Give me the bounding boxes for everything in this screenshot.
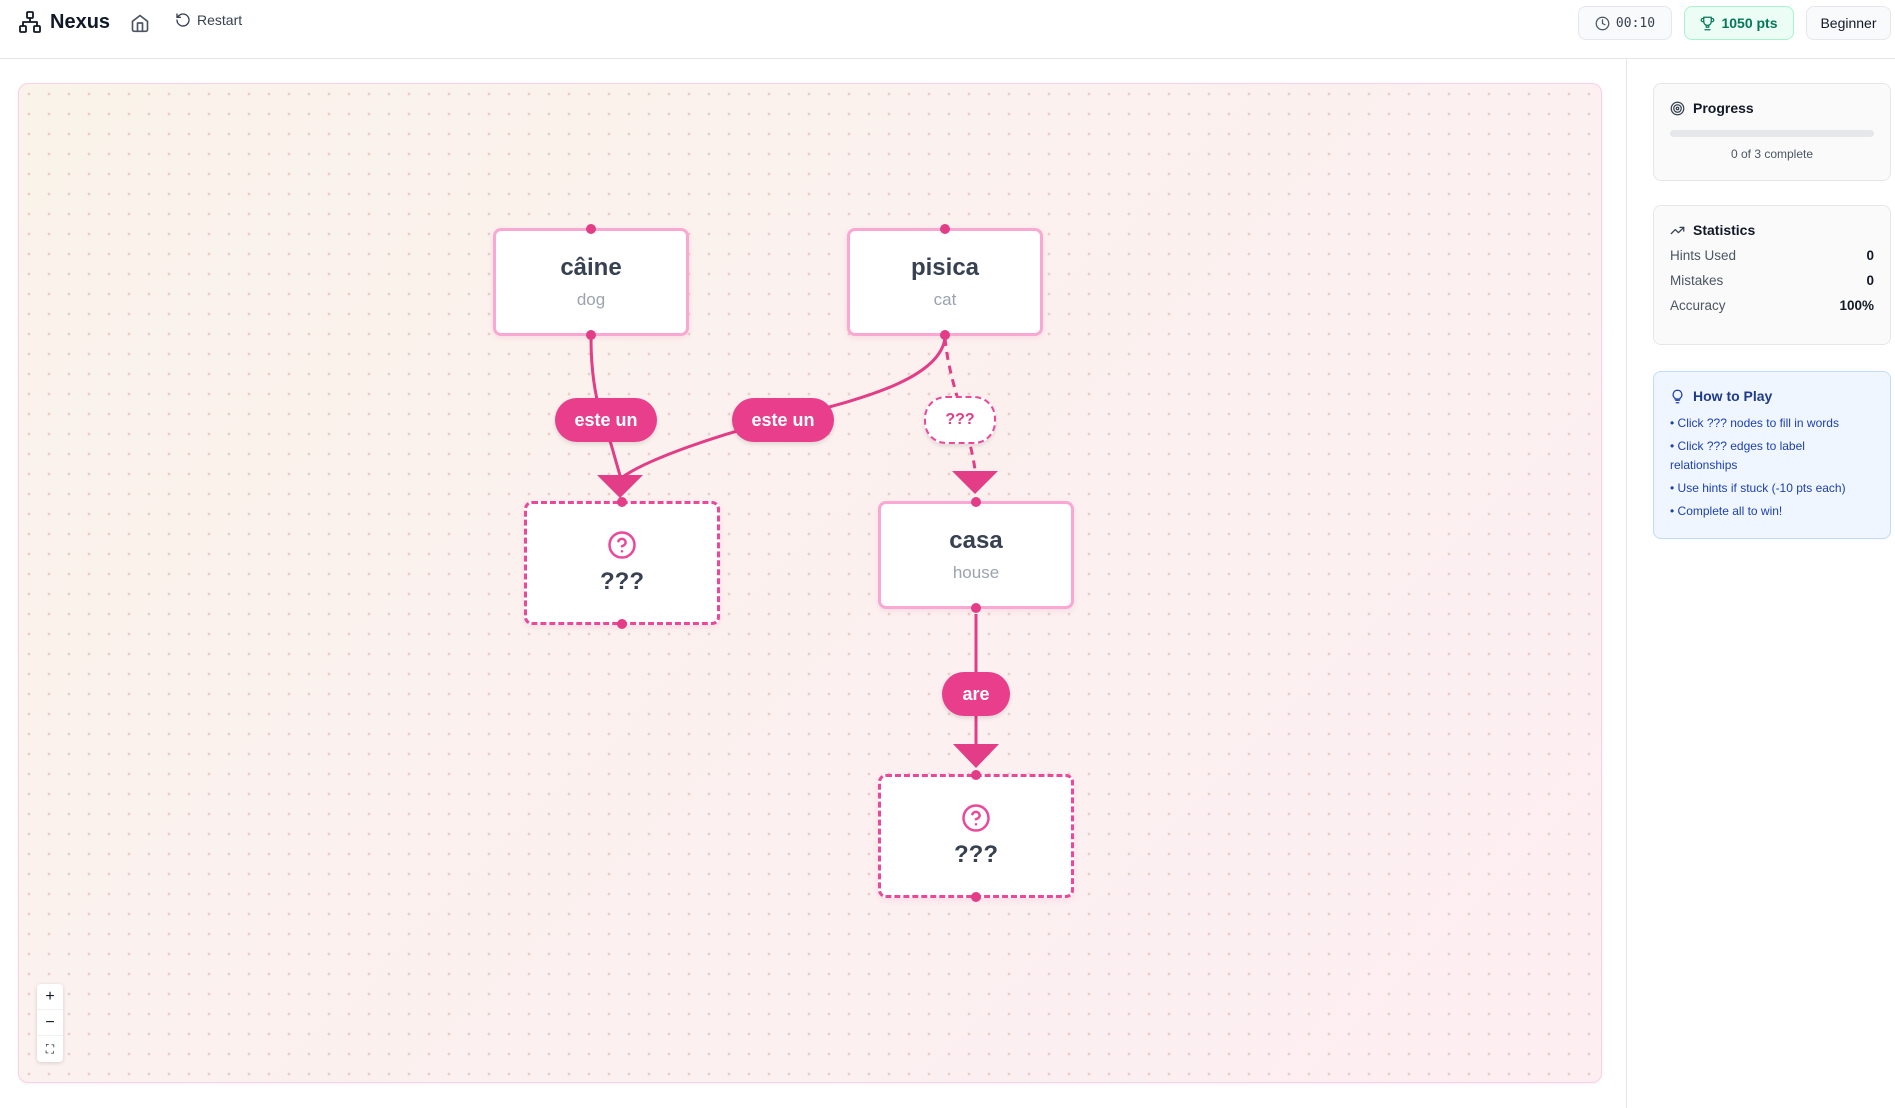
how-to-play-title: How to Play — [1670, 388, 1874, 404]
stat-value: 0 — [1866, 273, 1874, 288]
edges-layer — [589, 337, 999, 768]
fit-view-button[interactable]: ⛶ — [45, 1041, 55, 1056]
node-handle[interactable] — [971, 497, 981, 507]
top-bar: Nexus Restart 00:10 1050 pts Beginner — [0, 0, 1895, 59]
stat-label: Accuracy — [1670, 298, 1726, 313]
node-word: pisica — [910, 254, 980, 281]
timer-badge: 00:10 — [1578, 6, 1672, 40]
edge-label-este-un-2[interactable]: este un — [732, 398, 834, 442]
node-handle[interactable] — [586, 330, 596, 340]
app-name: Nexus — [50, 10, 111, 33]
edge-arrowhead — [953, 744, 999, 768]
sidebar: Progress 0 of 3 complete Statistics Hint… — [1626, 59, 1895, 1108]
zoom-out-button[interactable]: − — [37, 1010, 63, 1036]
statistics-card: Statistics Hints Used 0 Mistakes 0 Accur… — [1653, 205, 1891, 345]
statistics-title-text: Statistics — [1693, 222, 1756, 238]
how-to-play-title-text: How to Play — [1693, 388, 1773, 404]
word-node-pisica[interactable]: pisica cat — [847, 224, 1043, 340]
unknown-node-2[interactable]: ??? — [878, 770, 1074, 902]
how-to-play-list: • Click ??? nodes to fill in words • Cli… — [1670, 414, 1874, 521]
progress-bar — [1670, 130, 1874, 137]
timer-value: 00:10 — [1615, 15, 1656, 31]
node-translation: house — [952, 563, 1000, 582]
node-word: ??? — [954, 841, 998, 868]
points-value: 1050 pts — [1721, 15, 1778, 31]
edge-pisica-casa[interactable] — [943, 337, 978, 477]
node-handle[interactable] — [971, 892, 981, 902]
level-button[interactable]: Beginner — [1806, 6, 1891, 40]
progress-title-text: Progress — [1693, 100, 1754, 116]
edge-label-este-un-1[interactable]: este un — [555, 398, 657, 442]
brand[interactable]: Nexus — [18, 10, 110, 34]
node-translation: cat — [933, 290, 957, 309]
zoom-in-button[interactable]: + — [37, 984, 63, 1010]
how-to-play-item: • Click ??? edges to label relationships — [1670, 439, 1805, 472]
node-handle[interactable] — [617, 497, 627, 507]
progress-text: 0 of 3 complete — [1730, 147, 1814, 161]
stat-value: 100% — [1839, 298, 1874, 313]
network-icon — [19, 11, 41, 33]
node-handle[interactable] — [971, 603, 981, 613]
word-node-casa[interactable]: casa house — [878, 497, 1074, 613]
stat-value: 0 — [1866, 248, 1874, 263]
node-word: casa — [949, 527, 1003, 554]
target-icon — [1670, 101, 1685, 115]
stat-label: Hints Used — [1670, 248, 1737, 263]
edge-label-unknown[interactable]: ??? — [924, 396, 996, 444]
node-handle[interactable] — [971, 770, 981, 780]
home-icon[interactable] — [130, 13, 150, 33]
restart-icon — [176, 13, 190, 27]
node-handle[interactable] — [586, 224, 596, 234]
stat-label: Mistakes — [1670, 273, 1724, 288]
how-to-play-item: • Complete all to win! — [1670, 504, 1783, 518]
graph-canvas[interactable]: câine dog pisica cat ??? casa house ??? — [18, 83, 1602, 1083]
unknown-node-1[interactable]: ??? — [524, 497, 720, 629]
clock-icon — [1595, 16, 1610, 30]
progress-title: Progress — [1670, 100, 1874, 116]
statistics-title: Statistics — [1670, 222, 1874, 238]
question-icon — [962, 804, 990, 832]
points-badge: 1050 pts — [1684, 6, 1794, 40]
node-word: câine — [560, 254, 622, 281]
trending-up-icon — [1670, 226, 1685, 234]
restart-label: Restart — [197, 12, 243, 28]
edge-arrowhead — [597, 475, 643, 498]
lightbulb-icon — [1672, 389, 1683, 403]
edge-label-are[interactable]: are — [942, 672, 1010, 716]
node-handle[interactable] — [940, 224, 950, 234]
how-to-play-item: • Use hints if stuck (-10 pts each) — [1670, 481, 1846, 495]
node-translation: dog — [576, 290, 606, 309]
word-node-caine[interactable]: câine dog — [493, 224, 689, 340]
zoom-controls: + − ⛶ — [37, 984, 63, 1062]
node-word: ??? — [600, 568, 644, 595]
node-handle[interactable] — [940, 330, 950, 340]
restart-button[interactable]: Restart — [175, 12, 242, 28]
how-to-play-item: • Click ??? nodes to fill in words — [1670, 416, 1839, 430]
stat-row-hints: Hints Used 0 — [1670, 248, 1874, 263]
how-to-play-card: How to Play • Click ??? nodes to fill in… — [1653, 371, 1891, 539]
trophy-icon — [1701, 16, 1715, 30]
stat-row-accuracy: Accuracy 100% — [1670, 298, 1874, 313]
stat-row-mistakes: Mistakes 0 — [1670, 273, 1874, 288]
node-handle[interactable] — [617, 619, 627, 629]
progress-card: Progress 0 of 3 complete — [1653, 83, 1891, 181]
question-icon — [608, 531, 636, 559]
edge-arrowhead — [952, 471, 998, 494]
